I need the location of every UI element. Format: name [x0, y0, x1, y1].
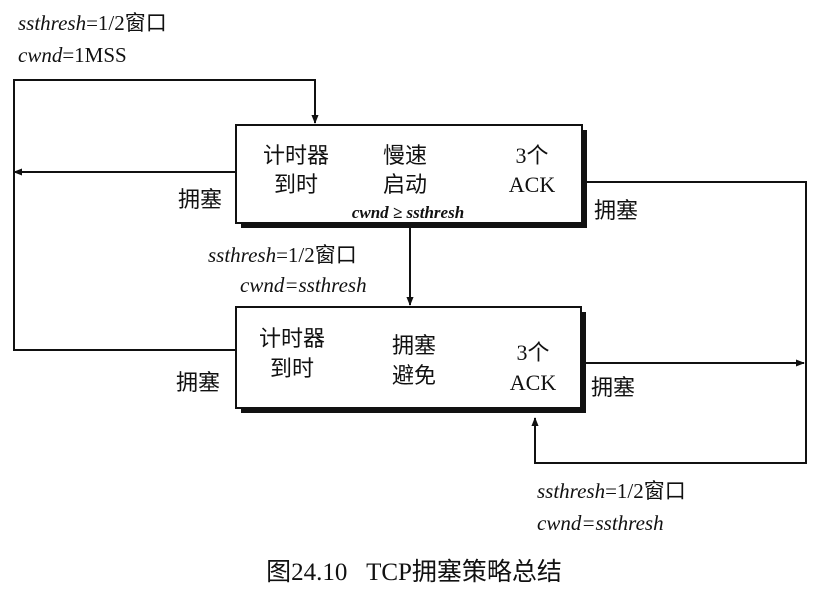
ca-state-label-2: 避免: [392, 363, 436, 388]
congestion-label-right-bottom: 拥塞: [591, 375, 635, 400]
middle-note-line2: cwnd=ssthresh: [240, 273, 367, 297]
congestion-label-left-bottom: 拥塞: [176, 370, 220, 395]
congestion-avoidance-box: [235, 306, 582, 409]
figure-caption: 图24.10 TCP拥塞策略总结: [266, 558, 562, 586]
ss-timeout-label-2: 到时: [274, 172, 318, 197]
congestion-label-right-top: 拥塞: [594, 198, 638, 223]
slow-start-box: [235, 124, 583, 224]
top-note-line1: ssthresh=1/2窗口: [18, 11, 167, 35]
ss-ack-label-2: ACK: [509, 172, 556, 197]
bottom-note-line1: ssthresh=1/2窗口: [537, 479, 686, 503]
ss-state-label-2: 启动: [383, 172, 427, 197]
top-note-line2: cwnd=1MSS: [18, 43, 127, 67]
ss-timeout-label-1: 计时器: [263, 143, 329, 168]
bottom-note-line2: cwnd=ssthresh: [537, 511, 664, 535]
three-ack-loop-arrow: [531, 181, 807, 464]
ca-timeout-loop-arrow: [13, 79, 319, 351]
ss-state-label-1: 慢速: [383, 143, 427, 168]
ca-ack-label-2: ACK: [510, 370, 557, 395]
ca-timeout-label-1: 计时器: [259, 326, 325, 351]
ss-condition: cwnd ≥ ssthresh: [352, 203, 464, 222]
ca-timeout-label-2: 到时: [270, 356, 314, 381]
congestion-label-left-top: 拥塞: [178, 187, 222, 212]
ca-state-label-1: 拥塞: [392, 333, 436, 358]
middle-note-line1: ssthresh=1/2窗口: [208, 243, 357, 267]
ca-ack-label-1: 3个: [516, 340, 549, 365]
ss-ack-label-1: 3个: [515, 143, 548, 168]
